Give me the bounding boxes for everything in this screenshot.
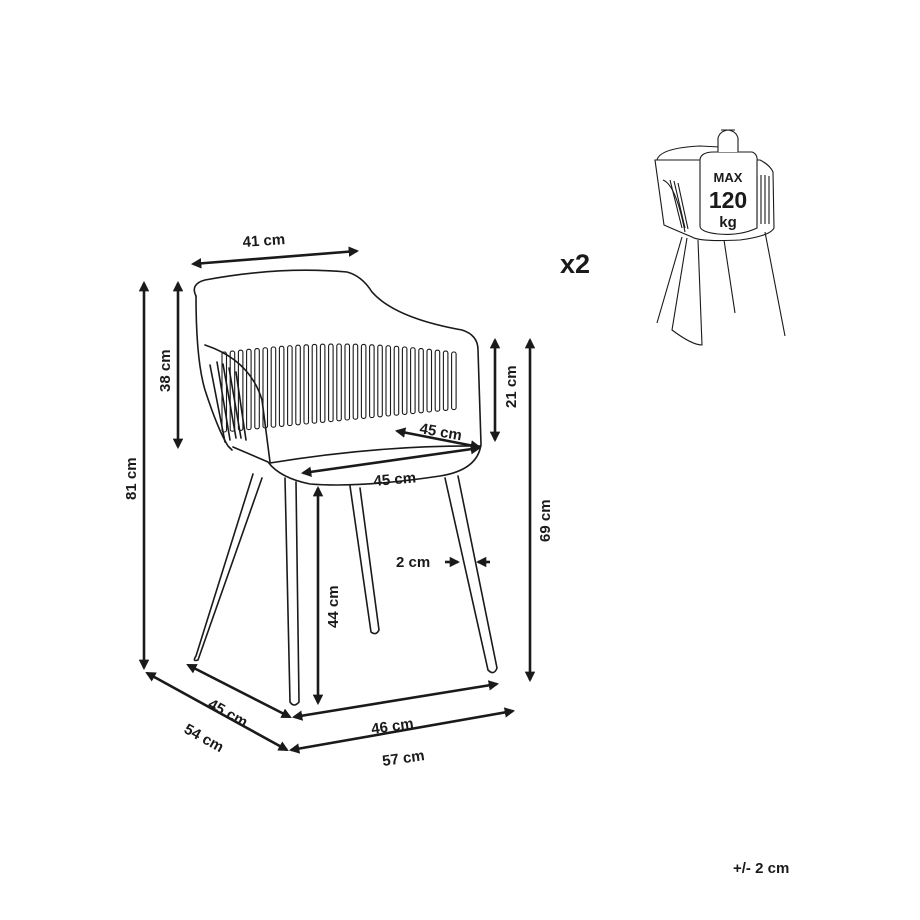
dimension-labels: 41 cm 81 cm 38 cm 21 cm 69 cm 45 cm 45 c… bbox=[123, 231, 554, 770]
backrest-slat bbox=[385, 345, 392, 417]
max-load-unit: kg bbox=[719, 214, 737, 231]
backrest-slat bbox=[442, 350, 449, 411]
backrest-slat bbox=[352, 343, 359, 420]
label-base-depth: 45 cm bbox=[205, 696, 250, 731]
label-leg-thickness: 2 cm bbox=[396, 554, 430, 571]
label-base-width: 46 cm bbox=[370, 715, 414, 738]
label-seat-depth: 45 cm bbox=[418, 420, 463, 444]
backrest-slat bbox=[303, 344, 310, 425]
backrest-slat bbox=[451, 351, 457, 411]
label-seat-width: 45 cm bbox=[373, 469, 417, 490]
max-load-value: 120 bbox=[709, 187, 747, 213]
label-backrest-height: 38 cm bbox=[157, 349, 174, 392]
tolerance-label: +/- 2 cm bbox=[733, 860, 789, 877]
backrest-slat bbox=[229, 350, 236, 432]
label-total-height: 81 cm bbox=[123, 457, 140, 500]
label-armrest-height: 21 cm bbox=[503, 365, 520, 408]
label-arm-height: 69 cm bbox=[537, 499, 554, 542]
backrest-slat bbox=[434, 349, 441, 412]
backrest-slat bbox=[246, 348, 252, 431]
backrest-slat bbox=[278, 345, 285, 427]
backrest-slat bbox=[393, 345, 400, 416]
backrest-slat bbox=[262, 347, 269, 429]
backrest-slat bbox=[410, 347, 416, 415]
chair-illustration bbox=[193, 269, 498, 706]
label-total-width: 57 cm bbox=[381, 747, 425, 770]
dim-total-width bbox=[288, 707, 516, 754]
backrest-slat bbox=[401, 346, 408, 415]
backrest-slat bbox=[426, 348, 433, 413]
backrest-slat bbox=[221, 351, 228, 433]
dimension-lines bbox=[138, 246, 536, 754]
label-back-width: 41 cm bbox=[242, 231, 286, 251]
backrest-slat bbox=[336, 343, 342, 422]
backrest-slat bbox=[270, 346, 277, 428]
backrest-slat bbox=[295, 344, 301, 426]
dim-base-width bbox=[291, 680, 500, 721]
backrest-slat bbox=[418, 347, 424, 414]
backrest-slat bbox=[254, 347, 260, 430]
label-seat-height: 44 cm bbox=[325, 585, 342, 628]
backrest-slat bbox=[377, 344, 383, 418]
backrest-slat bbox=[344, 343, 351, 421]
backrest-slat bbox=[369, 344, 375, 419]
max-label: MAX bbox=[714, 170, 743, 185]
quantity-label: x2 bbox=[560, 249, 590, 279]
dim-total-depth bbox=[145, 671, 289, 752]
dim-seat-width bbox=[300, 444, 482, 477]
backrest-slat bbox=[319, 343, 326, 423]
dim-back-width bbox=[190, 246, 360, 269]
backrest-slat bbox=[287, 345, 293, 427]
backrest-slat bbox=[237, 349, 244, 431]
max-load-icon: MAX 120 kg bbox=[654, 129, 786, 346]
backrest-slat bbox=[311, 343, 318, 424]
label-total-depth: 54 cm bbox=[181, 721, 226, 756]
backrest-slat bbox=[360, 343, 367, 419]
backrest-slat bbox=[328, 343, 334, 423]
